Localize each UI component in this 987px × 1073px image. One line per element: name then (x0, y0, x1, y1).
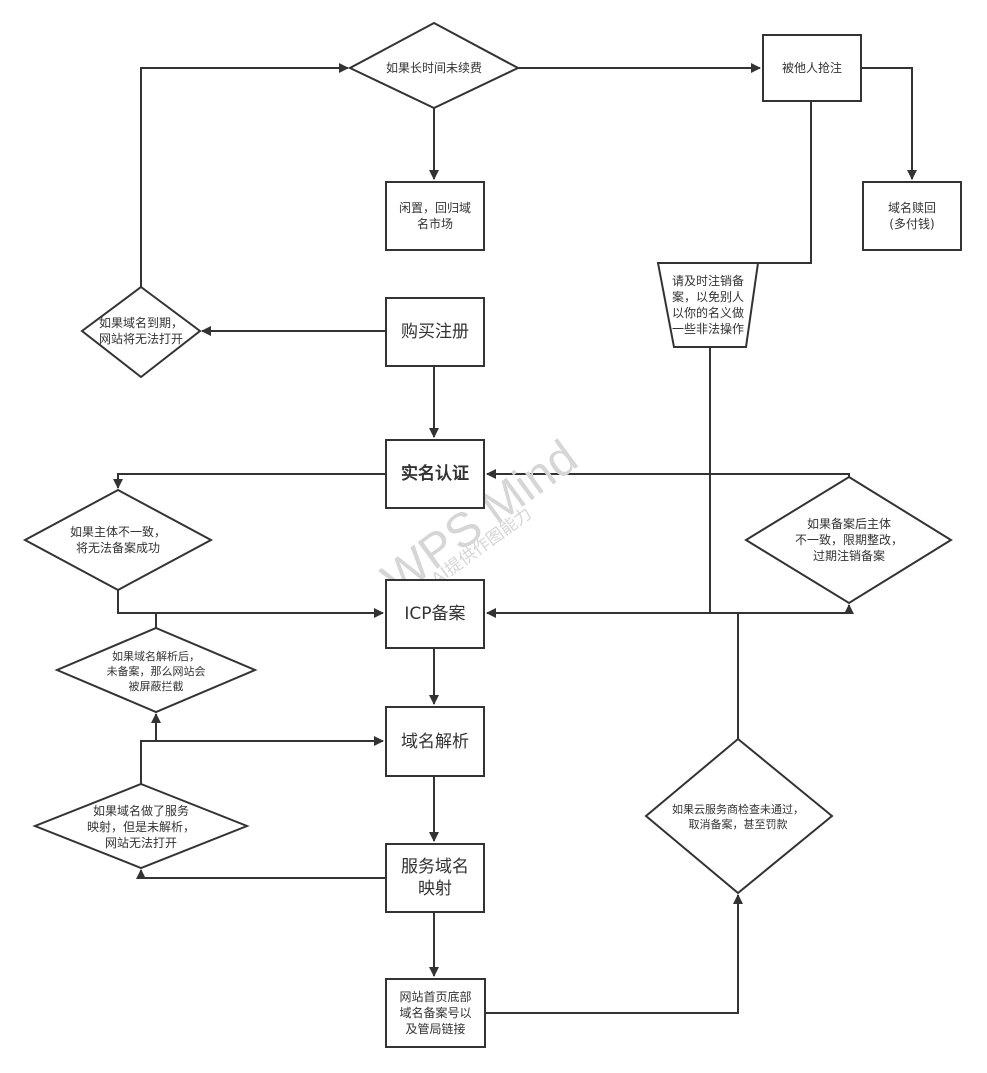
edge-mapping-mappingfail (136, 869, 385, 879)
cancel-notice-label: 请及时注销备 案，以免别人 以你的名义做 一些非法操作 (671, 274, 744, 336)
cancel-notice-trapezoid (656, 262, 760, 348)
blocked-label: 如果域名解析后， 未备案，那么网站会 被屏蔽拦截 (106, 649, 206, 693)
edge-footer-cloud (486, 894, 743, 1014)
mapping-fail-diamond (32, 782, 250, 870)
mismatch-label: 如果主体不一致， 将无法备案成功 (69, 525, 166, 555)
mapping-node: 服务域名 映射 (385, 843, 485, 913)
edge-mappingfail-resolve (140, 736, 384, 784)
edge-realname-mismatch (113, 473, 385, 489)
after-mismatch-diamond (744, 475, 953, 605)
icp-node: ICP备案 (385, 579, 485, 649)
expire-label: 如果域名到期， 网站将无法打开 (98, 316, 183, 346)
after-mismatch-label: 如果备案后主体 不一致，限期整改， 过期注销备案 (794, 517, 903, 563)
sniped-node: 被他人抢注 (762, 34, 862, 102)
resolve-node: 域名解析 (385, 706, 485, 777)
renew-label: 如果长时间未续费 (385, 61, 482, 75)
expire-diamond (80, 285, 202, 379)
edge-sniped-notice (758, 102, 812, 264)
mapping-fail-label: 如果域名做了服务 映射，但是未解析， 网站无法打开 (86, 804, 195, 850)
cloud-check-diamond (644, 737, 834, 895)
idle-node: 闲置，回归域 名市场 (385, 181, 485, 251)
redeem-node: 域名赎回 (多付钱) (862, 181, 962, 251)
edge-mismatch-icp (117, 590, 384, 618)
edge-afterm-realname (486, 469, 850, 479)
edge-sniped-redeem (862, 67, 917, 180)
realname-node: 实名认证 (385, 439, 485, 509)
purchase-node: 购买注册 (385, 297, 485, 367)
footer-node: 网站首页底部 域名备案号以 及管局链接 (385, 978, 486, 1048)
edge-expire-renew (140, 63, 349, 287)
cloud-check-label: 如果云服务商检查未通过， 取消备案，甚至罚款 (672, 803, 804, 831)
blocked-diamond (54, 626, 258, 714)
